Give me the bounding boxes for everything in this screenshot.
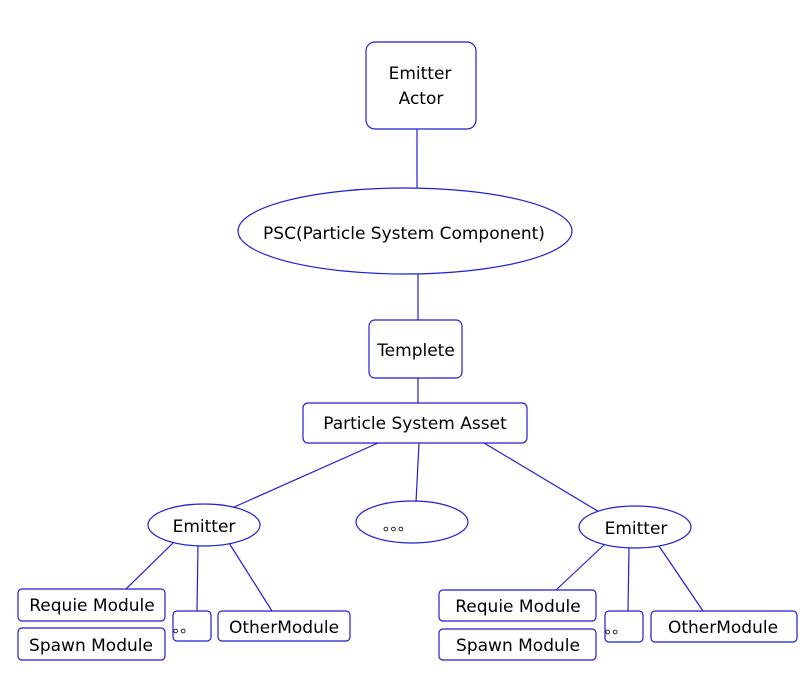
node-requie-module-right: Requie Module bbox=[438, 589, 597, 622]
edge-emitter-left-requie bbox=[125, 540, 176, 590]
edge-asset-emitter-left bbox=[231, 442, 379, 509]
other-module-right-label: OtherModule bbox=[668, 618, 778, 638]
requie-module-left-label: Requie Module bbox=[29, 596, 154, 616]
other-module-left-label: OtherModule bbox=[229, 618, 339, 638]
edge-emitter-right-dots bbox=[627, 546, 630, 612]
edge-emitter-right-requie bbox=[555, 543, 606, 591]
psc-label: PSC(Particle System Component) bbox=[263, 224, 545, 244]
dots-left-label: 。。 bbox=[173, 618, 196, 636]
edge-asset-emitter-right bbox=[483, 442, 607, 517]
node-psc: PSC(Particle System Component) bbox=[237, 187, 573, 275]
templete-label: Templete bbox=[376, 341, 455, 361]
right-modules: Requie Module Spawn Module 。。 OtherModul… bbox=[438, 589, 798, 661]
spawn-module-left-label: Spawn Module bbox=[29, 636, 153, 656]
spawn-module-right-label: Spawn Module bbox=[456, 636, 580, 656]
node-other-module-left: OtherModule bbox=[217, 610, 351, 642]
edge-emitter-right-other bbox=[658, 545, 704, 612]
node-dots-left: 。。 bbox=[172, 610, 212, 642]
emitter-left-label: Emitter bbox=[173, 517, 236, 537]
dots-right-label: 。。 bbox=[605, 619, 628, 637]
node-emitter-left: Emitter bbox=[147, 503, 261, 547]
diagram-edges bbox=[125, 129, 704, 612]
emitter-actor-label-line1: Emitter bbox=[389, 64, 452, 84]
emitter-right-label: Emitter bbox=[605, 519, 668, 539]
node-spawn-module-left: Spawn Module bbox=[17, 627, 166, 661]
edge-asset-ellipsis bbox=[415, 442, 420, 503]
ellipsis-center-label: 。。。 bbox=[383, 516, 413, 534]
node-spawn-module-right: Spawn Module bbox=[438, 628, 597, 661]
edge-emitter-left-dots bbox=[196, 544, 199, 612]
edge-emitter-left-other bbox=[228, 542, 273, 612]
particle-system-asset-label: Particle System Asset bbox=[323, 414, 507, 434]
node-particle-system-asset: Particle System Asset bbox=[302, 402, 528, 444]
node-emitter-actor: Emitter Actor bbox=[365, 41, 477, 130]
node-ellipsis-center: 。。。 bbox=[355, 500, 469, 544]
requie-module-right-label: Requie Module bbox=[455, 597, 580, 617]
node-emitter-right: Emitter bbox=[578, 505, 692, 549]
node-requie-module-left: Requie Module bbox=[17, 588, 166, 622]
left-modules: Requie Module Spawn Module 。。 OtherModul… bbox=[17, 588, 351, 661]
node-dots-right: 。。 bbox=[604, 610, 644, 643]
emitter-actor-label-line2: Actor bbox=[399, 89, 444, 109]
node-templete: Templete bbox=[368, 319, 463, 379]
node-other-module-right: OtherModule bbox=[650, 610, 798, 643]
